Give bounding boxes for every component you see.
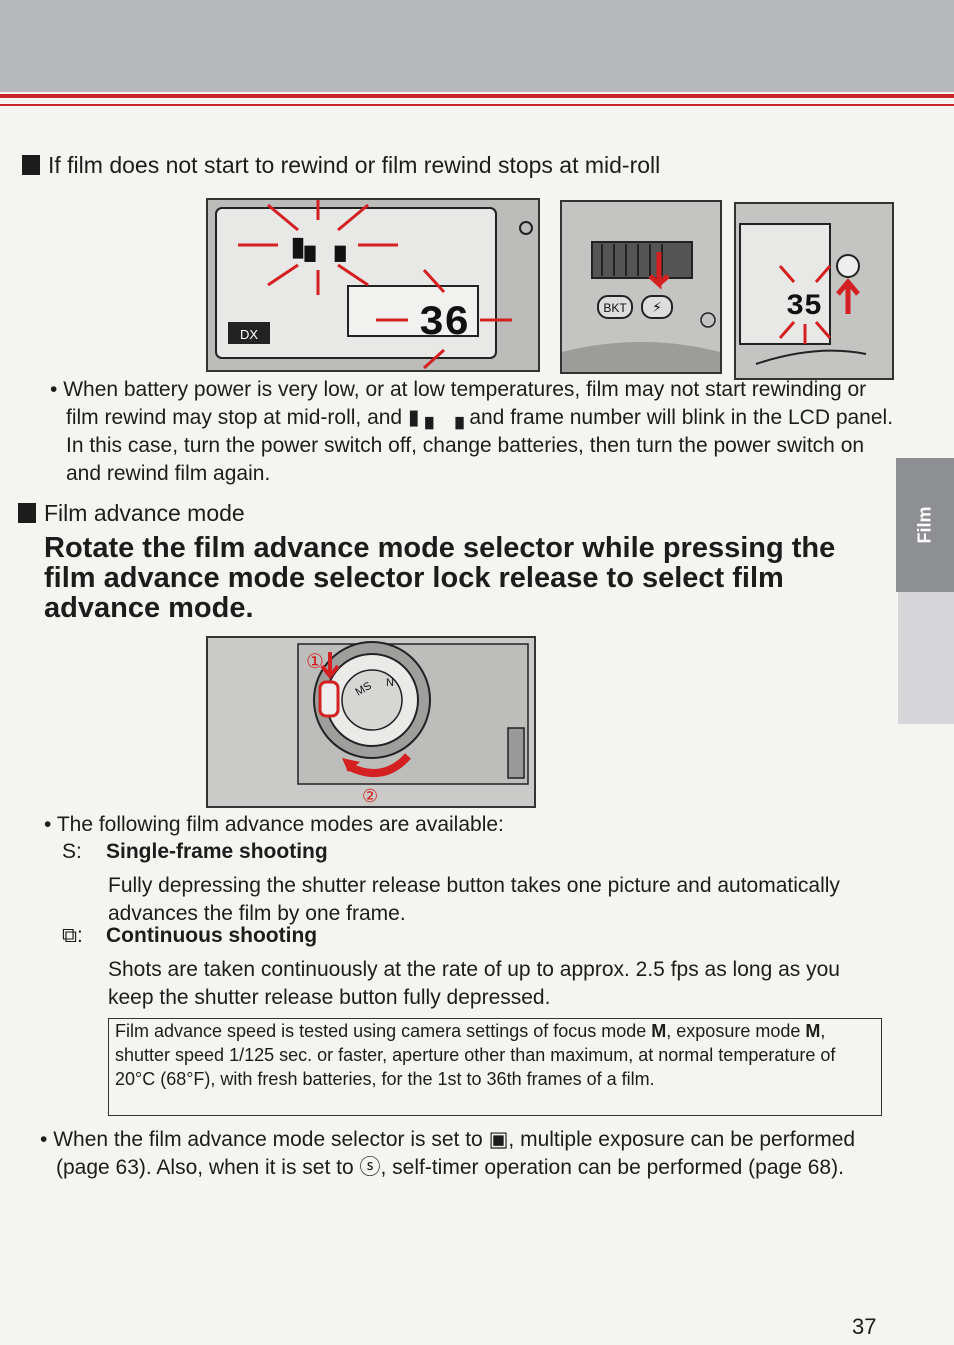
section-tab-film[interactable]: Film	[896, 458, 954, 592]
modes-intro: • The following film advance modes are a…	[44, 813, 504, 836]
mode-continuous-desc: Shots are taken continuously at the rate…	[108, 958, 840, 1009]
advance-instruction: Rotate the film advance mode selector wh…	[44, 532, 836, 624]
square-bullet-icon	[22, 155, 40, 175]
mode-continuous: ⧉:Continuous shooting	[62, 924, 318, 947]
low-battery-paragraph: • When battery power is very low, or at …	[50, 378, 894, 485]
film-advance-heading: Film advance mode	[18, 500, 245, 527]
callout-2: ②	[362, 786, 378, 806]
frame-counter-figure: 35	[734, 202, 894, 380]
mode-single-desc: Fully depressing the shutter release but…	[108, 874, 840, 925]
dx-badge: DX	[240, 327, 258, 342]
callout-1: ①	[306, 649, 324, 673]
self-timer-icon: ⓢ	[359, 1156, 381, 1179]
note-box: Film advance speed is tested using camer…	[108, 1018, 882, 1116]
frame-counter-36: 36	[419, 299, 469, 347]
header-rule-thin	[0, 104, 954, 106]
power-switch-figure: BKT ⚡	[560, 200, 722, 374]
multiple-exposure-icon: ▣	[488, 1128, 509, 1151]
blink-symbol: ▮ ▖ ▗	[407, 406, 464, 429]
mode-single: S:Single-frame shooting	[62, 840, 328, 863]
header-band	[0, 0, 954, 92]
svg-text:N: N	[386, 677, 394, 689]
header-rule	[0, 94, 954, 98]
rewind-heading: If film does not start to rewind or film…	[22, 152, 660, 179]
multiple-exposure-paragraph: • When the film advance mode selector is…	[40, 1128, 856, 1179]
frame-counter-35: 35	[786, 290, 822, 324]
bkt-label: BKT	[603, 301, 627, 315]
page-number: 37	[852, 1314, 877, 1339]
single-frame-icon: S:	[62, 840, 82, 863]
lcd-panel-figure: DX ▮▖▗ 36	[206, 198, 540, 372]
side-strip	[898, 592, 954, 724]
svg-text:⚡: ⚡	[652, 300, 662, 316]
section-tab-label: Film	[914, 506, 935, 544]
square-bullet-icon	[18, 503, 36, 523]
film-advance-dial-figure: MS N ① ②	[206, 636, 536, 808]
continuous-icon: ⧉:	[62, 924, 83, 947]
svg-text:▮▖▗: ▮▖▗	[291, 231, 346, 262]
